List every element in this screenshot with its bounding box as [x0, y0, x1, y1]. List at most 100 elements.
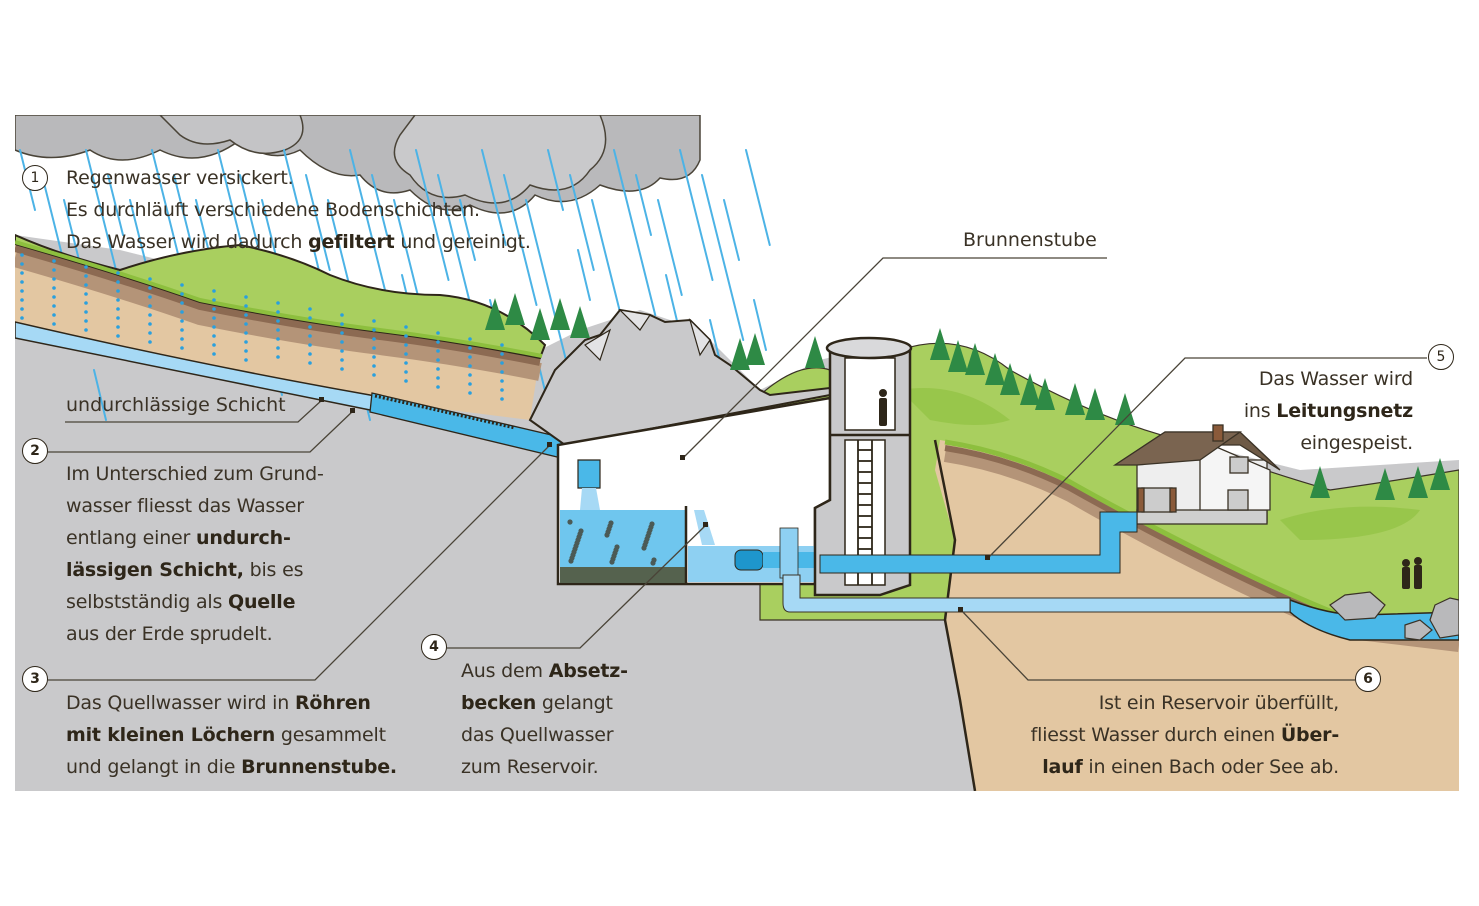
raindrop-streak	[665, 274, 679, 326]
raindrop-streak	[305, 174, 331, 271]
raindrop-streak	[459, 199, 476, 261]
seepage-dot	[212, 298, 216, 302]
seepage-dot	[52, 286, 56, 290]
body-text: Aus dem	[461, 660, 549, 682]
raindrop-streak	[503, 174, 538, 306]
seepage-dot	[468, 346, 472, 350]
seepage-dot	[244, 349, 248, 353]
seepage-dot	[436, 349, 440, 353]
seepage-dot	[84, 274, 88, 278]
emphasis-text: Leitungsnetz	[1276, 400, 1413, 422]
raindrop-streak	[283, 149, 300, 211]
seepage-dot	[212, 334, 216, 338]
impermeable-layer-label: undurchlässige Schicht	[66, 394, 286, 416]
soil-band-left-dark	[15, 244, 541, 366]
callout-2-text: Im Unterschied zum Grund-wasser fliesst …	[66, 458, 324, 650]
body-text: aus der Erde sprudelt.	[66, 623, 273, 645]
seepage-dot	[404, 325, 408, 329]
callout-6-line: Ist ein Reservoir überfüllt,	[1031, 687, 1339, 719]
seepage-dot	[52, 304, 56, 308]
seepage-dot	[340, 322, 344, 326]
body-text: Regenwasser versickert.	[66, 167, 294, 189]
body-text: eingespeist.	[1300, 432, 1413, 454]
seepage-dot	[212, 316, 216, 320]
seepage-dot	[404, 379, 408, 383]
seepage-dot	[20, 289, 24, 293]
rock-highlights	[584, 309, 711, 362]
tree	[730, 338, 750, 370]
sediment-particle	[651, 557, 657, 563]
seepage-dot	[84, 265, 88, 269]
callout-6-line: lauf in einen Bach oder See ab.	[1031, 751, 1339, 783]
tree	[805, 336, 825, 368]
raindrop-streak	[547, 149, 564, 211]
seepage-dot	[276, 346, 280, 350]
callout-number-4: 4	[421, 634, 447, 660]
body-text: das Quellwasser	[461, 724, 614, 746]
callout-1-line: Das Wasser wird dadurch gefiltert und ge…	[66, 226, 531, 258]
seepage-dot	[500, 361, 504, 365]
seepage-dot	[468, 382, 472, 386]
emphasis-text: undurch-	[196, 527, 291, 549]
body-text: fliesst Wasser durch einen	[1030, 724, 1281, 746]
sediment-particles	[567, 519, 657, 566]
seepage-dot	[436, 385, 440, 389]
seepage-dot	[20, 253, 24, 257]
seepage-dot	[244, 358, 248, 362]
callout-3-line: und gelangt in die Brunnenstube.	[66, 751, 397, 783]
sediment-particle	[649, 521, 655, 527]
emphasis-text: lässigen Schicht,	[66, 559, 244, 581]
seepage-dot	[436, 367, 440, 371]
callout-2-line: aus der Erde sprudelt.	[66, 618, 324, 650]
inlet-pipe-vertical	[577, 459, 601, 489]
raindrop-streak	[635, 174, 652, 236]
callout-4-line: zum Reservoir.	[461, 751, 628, 783]
body-text: Das Wasser wird	[1258, 368, 1413, 390]
seepage-dot	[372, 319, 376, 323]
sky	[15, 115, 1459, 470]
body-text: Ist ein Reservoir überfüllt,	[1098, 692, 1339, 714]
seepage-dot	[180, 328, 184, 332]
callout-5-line: ins Leitungsnetz	[1244, 395, 1413, 427]
seepage-dot	[116, 316, 120, 320]
seepage-dot	[308, 334, 312, 338]
body-text: ins	[1243, 400, 1277, 422]
seepage-dot	[212, 289, 216, 293]
seepage-dot	[276, 355, 280, 359]
tree	[965, 343, 985, 375]
raindrop-streak	[217, 149, 243, 246]
seepage-dot	[372, 328, 376, 332]
rock-edge-right	[933, 439, 977, 791]
seepage-dot	[340, 367, 344, 371]
seepage-dot	[20, 316, 24, 320]
seepage-dot	[52, 277, 56, 281]
seepage-dot	[372, 373, 376, 377]
inlet-jet	[580, 488, 600, 510]
seepage-dot	[436, 331, 440, 335]
leader-2	[48, 410, 354, 453]
seepage-dot	[212, 352, 216, 356]
seepage-dot	[244, 295, 248, 299]
raindrop-streak	[107, 174, 124, 236]
sediment-particle	[578, 528, 584, 534]
raindrop-streak	[701, 174, 745, 341]
seepage-dot	[404, 370, 408, 374]
callout-2-line: entlang einer undurch-	[66, 522, 324, 554]
seepage-dot	[116, 289, 120, 293]
seepage-dot	[308, 352, 312, 356]
raindrop-streak	[679, 149, 714, 281]
callout-number-3: 3	[22, 666, 48, 692]
seepage-dot	[84, 328, 88, 332]
callout-6-text: Ist ein Reservoir überfüllt, fliesst Wass…	[1030, 687, 1340, 783]
tree	[1115, 393, 1135, 425]
leader-dots	[319, 397, 990, 612]
body-text: gesammelt	[275, 724, 386, 746]
supply-pipe	[819, 511, 1138, 574]
seepage-dot	[244, 322, 248, 326]
seepage-dot	[404, 352, 408, 356]
seepage-dot	[180, 346, 184, 350]
callout-1-text: Regenwasser versickert.Es durchläuft ver…	[66, 162, 531, 258]
emphasis-text: Absetz-	[548, 660, 628, 682]
